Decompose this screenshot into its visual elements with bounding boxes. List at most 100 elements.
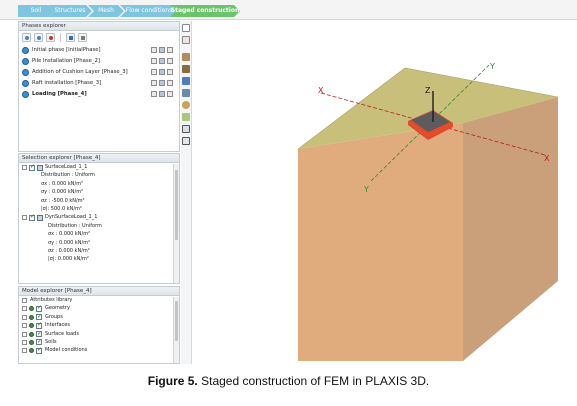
selection-scrollbar-thumb[interactable] [175, 170, 178, 240]
model-scrollbar[interactable] [173, 297, 179, 363]
phase-row[interactable]: Pile Installation [Phase_2] [19, 56, 179, 67]
phase-flag-icon[interactable] [151, 58, 157, 64]
phase-row[interactable]: Loading [Phase_4] [19, 89, 179, 100]
phase-flag-icon[interactable] [151, 80, 157, 86]
add-phase-button[interactable] [22, 33, 31, 42]
phase-flag-icon[interactable] [151, 69, 157, 75]
soil-tool-icon[interactable] [182, 65, 190, 73]
list-tool-icon[interactable] [182, 89, 190, 97]
phase-settings-icon[interactable] [159, 47, 165, 53]
expand-toggle-icon[interactable] [22, 215, 27, 221]
expand-toggle-icon[interactable] [22, 331, 27, 337]
select-tool-icon[interactable] [182, 24, 190, 32]
selection-tree-row[interactable]: |σ|: 0.000 kN/m² [19, 255, 179, 263]
model-tree-row[interactable]: Model conditions [19, 346, 179, 355]
selection-tree-row[interactable]: σz : -500.0 kN/m² [19, 197, 179, 205]
visibility-checkbox[interactable] [36, 330, 42, 338]
phase-label: Raft installation [Phase_3] [32, 80, 102, 86]
phase-settings-icon[interactable] [159, 80, 165, 86]
visibility-checkbox[interactable] [29, 213, 35, 222]
model-tree-label: Groups [45, 313, 63, 320]
selection-tree-row[interactable]: σx : 0.000 kN/m² [19, 230, 179, 238]
measure-tool-icon[interactable] [182, 113, 190, 121]
visibility-checkbox[interactable] [36, 304, 42, 313]
phase-option-icons [151, 58, 173, 64]
visibility-checkbox[interactable] [36, 321, 42, 330]
tab-mesh[interactable]: Mesh [88, 5, 124, 17]
expand-toggle-icon[interactable] [22, 306, 27, 312]
zoom-tool-icon[interactable] [182, 101, 190, 109]
phase-option-icons [151, 69, 173, 75]
selection-tree-row[interactable]: DynSurfaceLoad_1_1 [19, 213, 179, 222]
selection-tree-label: σx : 0.000 kN/m² [41, 180, 84, 187]
expand-toggle-icon[interactable] [22, 339, 27, 345]
visibility-checkbox[interactable] [36, 338, 42, 346]
phase-output-icon[interactable] [167, 58, 173, 64]
table-tool-icon[interactable] [182, 125, 190, 133]
phase-output-icon[interactable] [167, 91, 173, 97]
model-tree-label: Surface loads [45, 330, 79, 337]
expand-toggle-icon[interactable] [22, 165, 27, 170]
tab-flow-conditions[interactable]: Flow conditions [120, 5, 178, 17]
phase-row[interactable]: Initial phase [InitialPhase] [19, 45, 179, 56]
eye-icon[interactable] [29, 348, 34, 354]
edit-phase-button[interactable] [66, 33, 75, 42]
expand-toggle-icon[interactable] [22, 348, 27, 354]
tab-staged-construction[interactable]: Staged construction [170, 5, 240, 17]
phase-settings-icon[interactable] [159, 58, 165, 64]
tab-soil-label: Soil [30, 7, 42, 14]
delete-phase-button[interactable] [46, 33, 55, 42]
selection-tree-row[interactable]: σz : 0.000 kN/m² [19, 247, 179, 255]
eye-icon[interactable] [29, 339, 34, 345]
figure-caption: Figure 5. Staged construction of FEM in … [0, 374, 577, 388]
model-tree-row[interactable]: Interfaces [19, 321, 179, 330]
visibility-checkbox[interactable] [29, 163, 35, 171]
chart-tool-icon[interactable] [182, 137, 190, 145]
expand-toggle-icon[interactable] [22, 314, 27, 320]
selection-tree-label: σy : 0.000 kN/m² [48, 239, 91, 246]
model-tree-row[interactable]: Groups [19, 313, 179, 321]
eye-icon[interactable] [29, 331, 34, 337]
phase-row[interactable]: Raft installation [Phase_3] [19, 78, 179, 89]
tab-structures[interactable]: Structures [48, 5, 92, 17]
phase-row[interactable]: Addition of Cushion Layer [Phase_3] [19, 67, 179, 78]
phase-output-icon[interactable] [167, 69, 173, 75]
expand-toggle-icon[interactable] [22, 298, 27, 303]
model-tree-row[interactable]: Surface loads [19, 330, 179, 338]
y-axis-label-bottom: Y [363, 185, 369, 194]
visibility-checkbox[interactable] [36, 346, 42, 355]
calculate-button[interactable] [78, 33, 87, 42]
visibility-checkbox[interactable] [36, 313, 42, 321]
phase-flag-icon[interactable] [151, 91, 157, 97]
selection-explorer-title: Selection explorer [Phase_4] [19, 154, 179, 163]
selection-tree-row[interactable]: σy : 0.000 kN/m² [19, 239, 179, 247]
selection-scrollbar[interactable] [173, 164, 179, 283]
drag-tool-icon[interactable] [182, 36, 190, 44]
model-view-3d[interactable]: X X Y Y Z [193, 21, 577, 364]
selection-tree-row[interactable]: Distribution : Uniform [19, 222, 179, 230]
phase-flag-icon[interactable] [151, 47, 157, 53]
phase-output-icon[interactable] [167, 80, 173, 86]
phase-settings-icon[interactable] [159, 69, 165, 75]
expand-toggle-icon[interactable] [22, 323, 27, 329]
selection-tree-row[interactable]: SurfaceLoad_1_1 [19, 163, 179, 171]
phase-settings-icon[interactable] [159, 91, 165, 97]
selection-tree-row[interactable]: |σ|: 500.0 kN/m² [19, 205, 179, 213]
eye-icon[interactable] [29, 323, 34, 329]
model-tree-row[interactable]: Attributes library [19, 296, 179, 304]
phase-status-icon [22, 69, 29, 76]
selection-tree-row[interactable]: σx : 0.000 kN/m² [19, 180, 179, 188]
model-tree-row[interactable]: Soils [19, 338, 179, 346]
hide-tool-icon[interactable] [182, 53, 190, 61]
tab-soil[interactable]: Soil [18, 5, 54, 17]
insert-phase-button[interactable] [34, 33, 43, 42]
eye-icon[interactable] [29, 306, 34, 312]
selection-tree-row[interactable]: σy : 0.000 kN/m² [19, 188, 179, 196]
phase-option-icons [151, 47, 173, 53]
water-tool-icon[interactable] [182, 77, 190, 85]
eye-icon[interactable] [29, 314, 34, 320]
phase-output-icon[interactable] [167, 47, 173, 53]
model-scrollbar-thumb[interactable] [175, 301, 178, 341]
selection-tree-row[interactable]: Distribution : Uniform [19, 171, 179, 179]
model-tree-row[interactable]: Geometry [19, 304, 179, 313]
